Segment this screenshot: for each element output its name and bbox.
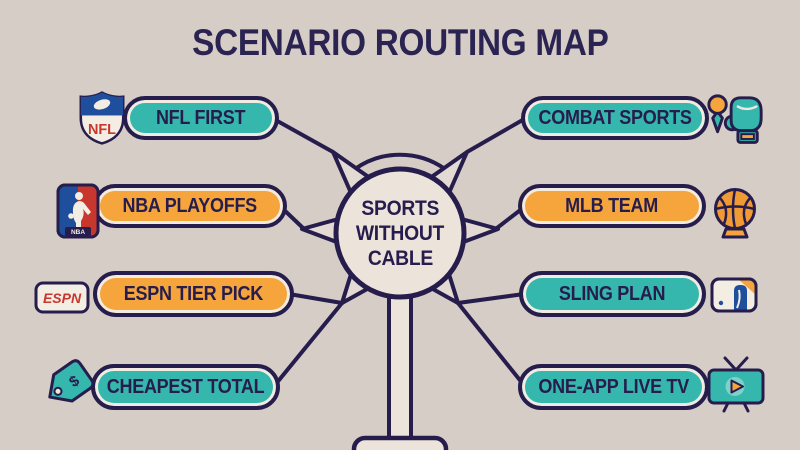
connector-sling [456, 292, 526, 305]
espn-logo-icon: ESPN [34, 281, 90, 314]
node-label: MLB TEAM [565, 194, 659, 217]
tv-icon [707, 356, 765, 413]
node-label: SLING PLAN [559, 282, 666, 305]
boxing-glove-icon [707, 94, 763, 144]
node-label: COMBAT SPORTS [538, 106, 692, 129]
connector-oneapp [456, 301, 525, 386]
connector-espn [287, 292, 344, 305]
node-cheapest-total: CHEAPEST TOTAL [91, 364, 280, 410]
mlb-logo-icon [710, 277, 758, 313]
node-combat-sports: COMBAT SPORTS [521, 96, 709, 140]
hub-line-1: SPORTS [361, 197, 439, 220]
espn-logo-text: ESPN [43, 290, 82, 306]
node-label: CHEAPEST TOTAL [106, 375, 265, 398]
node-label: ONE-APP LIVE TV [538, 375, 689, 398]
node-nba-playoffs: NBA PLAYOFFS [93, 184, 287, 228]
base-plate [351, 435, 449, 450]
node-mlb-team: MLB TEAM [518, 184, 706, 228]
node-label: ESPN TIER PICK [123, 282, 264, 305]
hub-line-2: WITHOUT [355, 222, 445, 245]
hub-line-3: CABLE [367, 247, 433, 270]
nfl-logo-text: NFL [88, 122, 116, 138]
connector-cheapest [273, 301, 344, 387]
hub-label: SPORTS WITHOUT CABLE [328, 196, 472, 271]
hub-circle [333, 166, 467, 300]
stem-fill [389, 280, 411, 442]
price-tag-icon: $ [48, 359, 95, 403]
connector-nfl [270, 116, 335, 154]
nba-logo-icon: NBA [56, 183, 100, 239]
node-one-app-live-tv: ONE-APP LIVE TV [518, 364, 709, 410]
page-title: SCENARIO ROUTING MAP [191, 22, 609, 63]
node-label: NFL FIRST [156, 106, 246, 129]
basketball-icon [714, 188, 756, 239]
node-nfl-first: NFL FIRST [123, 96, 279, 140]
stem-lines [387, 298, 413, 440]
node-label: NBA PLAYOFFS [122, 194, 258, 217]
node-espn-tier-pick: ESPN TIER PICK [93, 271, 294, 317]
connector-combat [465, 116, 528, 154]
nba-logo-text: NBA [71, 229, 85, 236]
node-sling-plan: SLING PLAN [519, 271, 706, 317]
hub-outer-arc [353, 152, 447, 171]
nfl-logo-icon: NFL [79, 91, 125, 145]
